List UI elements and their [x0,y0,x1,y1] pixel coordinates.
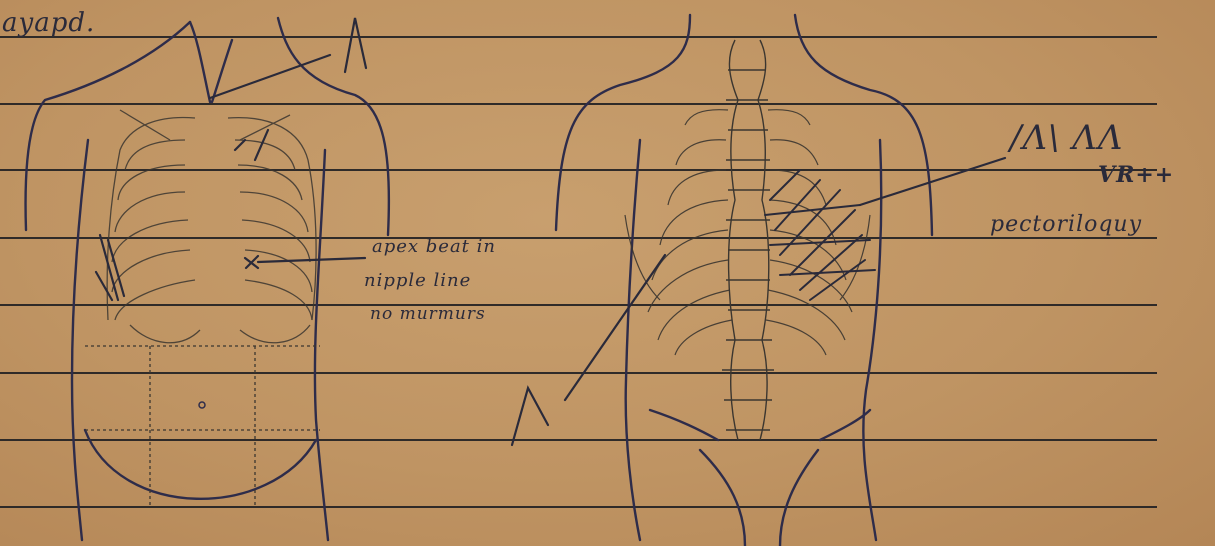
front-ribcage [107,110,316,343]
header-fragment: ayapd. [2,8,95,38]
back-marks [345,18,1005,445]
front-annotation-line-3: no murmurs [370,304,486,324]
back-annotation-code: VR++ [1098,162,1174,188]
back-annotation-symbols: /Λ\ ΛΛ [1010,118,1123,158]
front-torso-outline [26,18,389,540]
spine [722,40,774,440]
hatched-area [765,170,875,300]
front-annotation-line-1: apex beat in [372,236,496,257]
front-annotation-line-2: nipple line [364,270,471,291]
navel-mark [199,402,205,408]
abdominal-regions [85,346,320,505]
back-annotation-word: pectoriloquy [990,212,1142,237]
